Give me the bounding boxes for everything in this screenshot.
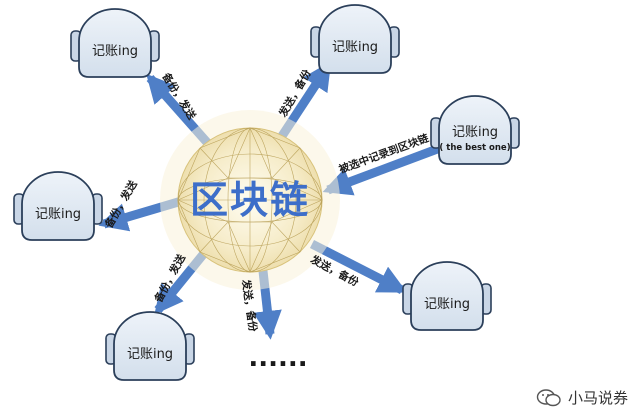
node-label: 记账ing xyxy=(127,347,173,362)
node-label: 记账ing xyxy=(424,297,470,312)
node-sublabel: ( the best one) xyxy=(439,143,510,153)
node-label: 记账ing xyxy=(35,207,81,222)
node-top-center: 记账ing xyxy=(310,4,400,74)
node-label: 记账ing xyxy=(92,44,138,59)
node-label: 记账ing xyxy=(332,40,378,55)
node-bottom-right: 记账ing xyxy=(402,261,492,331)
arrow-from-right xyxy=(322,143,442,196)
blockchain-sphere: 区块链 xyxy=(160,110,340,290)
wechat-icon xyxy=(536,388,561,406)
more-nodes-ellipsis: ...... xyxy=(248,343,307,373)
node-bottom-left: 记账ing xyxy=(105,311,195,381)
node-left: 记账ing xyxy=(13,171,103,241)
node-label: 记账ing xyxy=(452,125,498,140)
watermark: 小马说券 xyxy=(536,387,628,408)
center-label: 区块链 xyxy=(190,178,310,222)
sphere-wireframe xyxy=(177,127,323,273)
node-right: 记账ing ( the best one) xyxy=(430,95,520,165)
node-top-left: 记账ing xyxy=(70,8,160,78)
watermark-text: 小马说券 xyxy=(567,389,628,407)
arrow-to-bottom-right xyxy=(309,239,408,295)
